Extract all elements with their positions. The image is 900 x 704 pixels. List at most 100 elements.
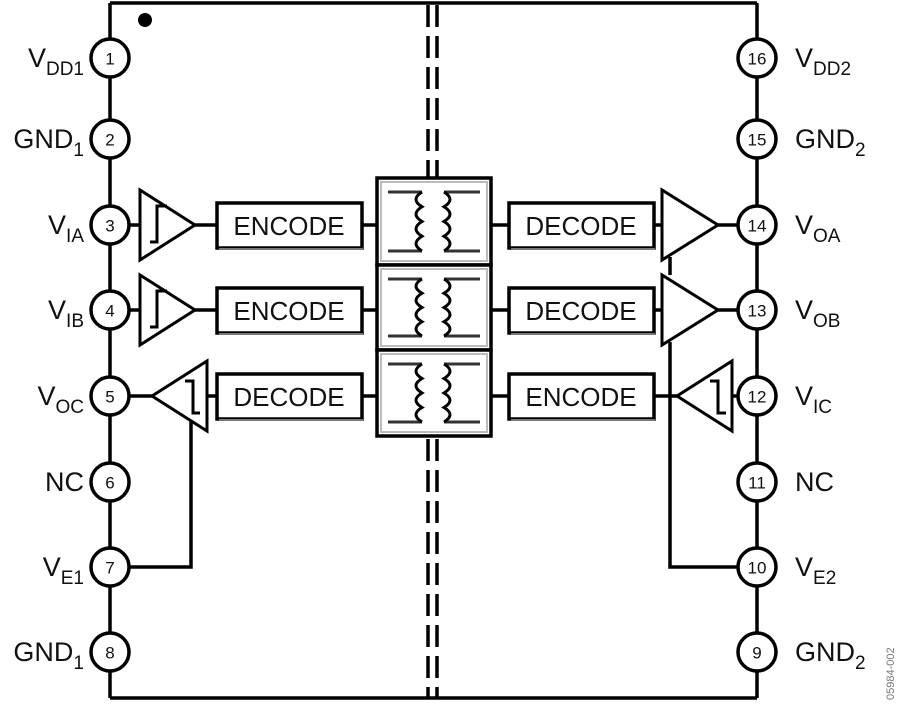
pin-9: 9 GND2 bbox=[736, 631, 866, 674]
left-blocks: ENCODE ENCODE DECODE bbox=[215, 201, 378, 421]
pin-label: GND2 bbox=[795, 124, 866, 161]
pin-13: 13 VOB bbox=[736, 289, 840, 332]
pin-10: 10 VE2 bbox=[736, 546, 836, 589]
secondary-coil bbox=[441, 190, 452, 253]
pin-number: 3 bbox=[105, 217, 114, 236]
block-label: DECODE bbox=[525, 296, 636, 326]
pin-4: 4 VIB bbox=[48, 289, 131, 332]
pin-12: 12 VIC bbox=[736, 375, 832, 418]
pin-number: 6 bbox=[105, 474, 114, 493]
secondary-coil bbox=[441, 362, 452, 424]
pin-number: 11 bbox=[748, 474, 766, 493]
pin-circle bbox=[736, 289, 778, 331]
input-buffer-c bbox=[655, 358, 737, 434]
pin-circle bbox=[736, 631, 778, 673]
block-label: ENCODE bbox=[525, 382, 636, 412]
block-label: ENCODE bbox=[233, 296, 344, 326]
pin-15: 15 GND2 bbox=[736, 118, 866, 161]
pin-7: 7 VE1 bbox=[43, 546, 131, 589]
pin-number: 16 bbox=[748, 50, 767, 69]
pin-circle bbox=[89, 118, 131, 160]
primary-coil bbox=[414, 362, 425, 424]
decode-block-right-1: DECODE bbox=[507, 201, 656, 250]
pin-circle bbox=[736, 546, 778, 588]
encode-block-right-3: ENCODE bbox=[507, 372, 656, 421]
pin-circle bbox=[89, 289, 131, 331]
transformer-1 bbox=[375, 176, 493, 267]
enable-ve2-line-lower bbox=[668, 342, 737, 569]
pin-circle bbox=[736, 204, 778, 246]
pin-number: 14 bbox=[748, 217, 767, 236]
pin-circle bbox=[736, 461, 778, 503]
transformer-3 bbox=[375, 348, 493, 438]
pin-label: NC bbox=[45, 467, 84, 497]
pin-16: 16 VDD2 bbox=[736, 37, 851, 80]
pin-circle bbox=[89, 37, 131, 79]
decode-block-right-2: DECODE bbox=[507, 286, 656, 335]
pin-label: VOB bbox=[795, 295, 840, 332]
right-blocks: DECODE DECODE ENCODE bbox=[490, 201, 656, 421]
secondary-coil bbox=[441, 277, 452, 338]
pin-number: 2 bbox=[105, 131, 114, 150]
pin-label: VIC bbox=[795, 381, 832, 418]
pin-label: VIA bbox=[48, 210, 84, 247]
pin-label: VIB bbox=[48, 295, 84, 332]
pin-number: 7 bbox=[105, 559, 114, 578]
pin-8: 8 GND1 bbox=[13, 631, 131, 674]
pin-label: GND2 bbox=[795, 637, 866, 674]
primary-coil bbox=[414, 277, 425, 338]
pin-6: 6 NC bbox=[45, 461, 131, 503]
pin-11: 11 NC bbox=[736, 461, 834, 503]
block-label: ENCODE bbox=[233, 211, 344, 241]
pin-1-dot bbox=[138, 13, 152, 27]
decode-block-left-3: DECODE bbox=[215, 372, 364, 421]
pin-label: VOC bbox=[37, 381, 84, 418]
pin-number: 4 bbox=[105, 302, 114, 321]
pin-2: 2 GND1 bbox=[13, 118, 131, 161]
pin-label: NC bbox=[795, 467, 834, 497]
pin-label: VDD1 bbox=[28, 43, 84, 80]
pin-circle bbox=[89, 631, 131, 673]
block-label: DECODE bbox=[525, 211, 636, 241]
pin-label: VDD2 bbox=[795, 43, 851, 80]
pin-number: 5 bbox=[105, 388, 114, 407]
pin-number: 10 bbox=[748, 559, 767, 578]
pin-number: 8 bbox=[105, 644, 114, 663]
pin-number: 15 bbox=[748, 131, 767, 150]
figure-id: 05984-002 bbox=[885, 647, 897, 700]
input-buffer-a bbox=[130, 187, 217, 263]
pin-3: 3 VIA bbox=[48, 204, 131, 247]
encode-block-left-1: ENCODE bbox=[215, 201, 364, 250]
pin-5: 5 VOC bbox=[37, 375, 131, 418]
output-buffer-c bbox=[130, 358, 217, 569]
input-buffer-b bbox=[130, 272, 217, 348]
pin-label: VOA bbox=[795, 210, 841, 247]
pin-number: 9 bbox=[752, 644, 761, 663]
pin-1: 1 VDD1 bbox=[28, 37, 131, 80]
transformers bbox=[375, 176, 493, 438]
pin-label: GND1 bbox=[13, 637, 84, 674]
output-buffer-b bbox=[655, 272, 737, 348]
pin-14: 14 VOA bbox=[736, 204, 841, 247]
pin-number: 13 bbox=[748, 302, 767, 321]
pin-label: GND1 bbox=[13, 124, 84, 161]
pin-circle bbox=[736, 375, 778, 417]
pin-circle bbox=[89, 461, 131, 503]
pin-circle bbox=[89, 375, 131, 417]
pin-number: 12 bbox=[748, 388, 767, 407]
pin-label: VE1 bbox=[43, 552, 84, 589]
encode-block-left-2: ENCODE bbox=[215, 286, 364, 335]
output-buffer-a bbox=[655, 187, 737, 263]
pin-number: 1 bbox=[105, 50, 114, 69]
pin-circle bbox=[89, 546, 131, 588]
transformer-2 bbox=[375, 263, 493, 352]
block-label: DECODE bbox=[233, 382, 344, 412]
primary-coil bbox=[414, 190, 425, 253]
pin-circle bbox=[736, 37, 778, 79]
pin-circle bbox=[736, 118, 778, 160]
pin-label: VE2 bbox=[795, 552, 836, 589]
pin-circle bbox=[89, 204, 131, 246]
